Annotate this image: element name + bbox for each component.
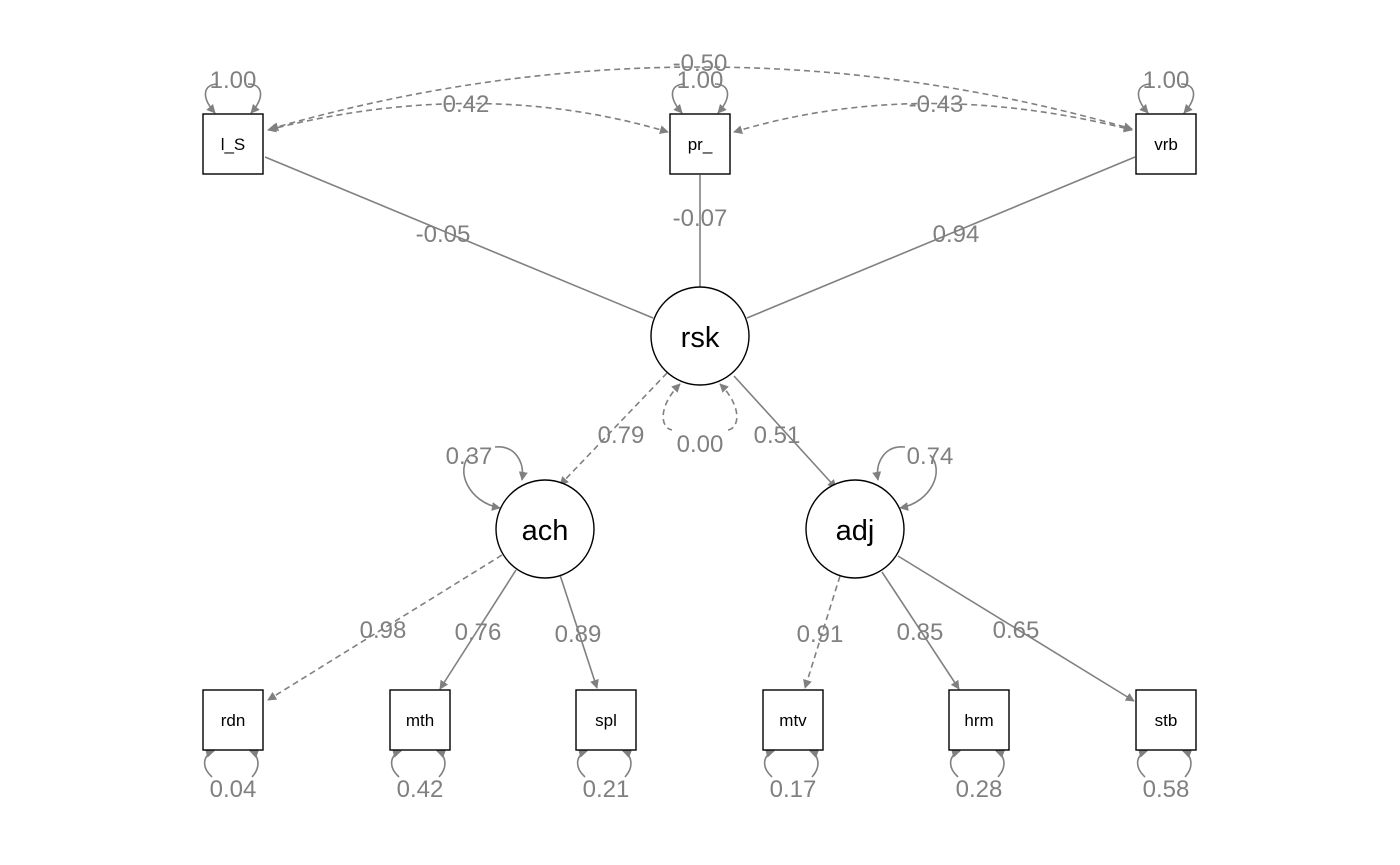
label-variance-pr: 1.00 [677,67,724,94]
node-label-stb: stb [1155,711,1178,730]
label-variance-ach: 0.37 [446,443,493,470]
label-path-adj-hrm: 0.85 [897,619,944,646]
variance-loop-rdn-left [203,749,215,778]
covariance-pr-vrb [733,102,1133,134]
variance-loop-rsk-right [719,383,738,431]
variance-loop-adj-lower [899,454,937,511]
variance-loop-stb-right [1182,749,1193,778]
label-variance-l-s: 1.00 [210,67,257,94]
node-label-mth: mth [406,711,434,730]
label-covariance-pr-vrb: -0.43 [909,91,964,118]
label-variance-hrm: 0.28 [956,776,1003,803]
node-rsk[interactable]: rsk [650,286,750,386]
covariance-ls-vrb [269,66,1133,132]
node-hrm[interactable]: hrm [948,689,1010,751]
variance-loop-vrb-left [1137,83,1152,114]
node-mth[interactable]: mth [389,689,451,751]
label-path-adj-mtv: 0.91 [797,621,844,648]
path-ls-to-rsk [264,156,654,319]
variance-loop-mtv-right [809,749,820,778]
node-label-rdn: rdn [221,711,246,730]
label-path-vrb-rsk: 0.94 [933,221,980,248]
label-path-ls-rsk: -0.05 [416,221,471,248]
node-pr[interactable]: pr_ [669,113,731,175]
variance-loop-rsk-left [662,383,681,431]
node-mtv[interactable]: mtv [762,689,824,751]
path-ach-to-spl [559,574,599,689]
node-label-rsk: rsk [681,322,720,354]
node-label-hrm: hrm [964,711,993,730]
node-label-spl: spl [595,711,617,730]
label-path-ach-spl: 0.89 [555,621,602,648]
node-label-ach: ach [522,515,569,547]
node-label-vrb: vrb [1154,135,1178,154]
path-rsk-to-adj [733,375,837,489]
label-covariance-ls-vrb: -0.50 [673,50,728,77]
path-ach-to-rdn [267,554,503,701]
variance-loop-hrm-right [995,749,1006,778]
node-ach[interactable]: ach [495,479,595,579]
label-path-rsk-adj: 0.51 [754,422,801,449]
label-variance-spl: 0.21 [583,776,630,803]
path-rsk-to-ach [559,372,668,486]
variance-loop-spl-left [576,749,588,778]
label-variance-rsk: 0.00 [677,431,724,458]
path-adj-to-hrm [881,571,960,690]
variance-loop-spl-right [622,749,633,778]
node-adj[interactable]: adj [805,479,905,579]
variance-loop-hrm-left [949,749,961,778]
label-path-rsk-ach: 0.79 [598,422,645,449]
covariance-ls-pr [267,102,669,135]
label-variance-adj: 0.74 [907,443,954,470]
variance-loop-mth-right [436,749,447,778]
label-variance-mtv: 0.17 [770,776,817,803]
node-label-mtv: mtv [779,711,807,730]
label-variance-mth: 0.42 [397,776,444,803]
node-label-pr: pr_ [688,135,713,154]
node-stb[interactable]: stb [1135,689,1197,751]
label-path-pr-rsk: -0.07 [673,205,728,232]
label-variance-stb: 0.58 [1143,776,1190,803]
variance-loop-ach-upper [494,446,528,481]
node-l-s[interactable]: l_S [202,113,264,175]
node-rdn[interactable]: rdn [202,689,264,751]
label-path-ach-rdn: 0.98 [360,617,407,644]
variance-loop-mtv-left [763,749,775,778]
variance-loop-pr-left [671,83,686,114]
variance-loop-rdn-right [249,749,260,778]
variance-loop-stb-left [1136,749,1148,778]
variance-loop-ls-right [247,83,262,114]
label-covariance-ls-pr: 0.42 [443,91,490,118]
label-variance-rdn: 0.04 [210,776,257,803]
variance-loop-mth-left [390,749,402,778]
label-path-adj-stb: 0.65 [993,617,1040,644]
variance-loop-ls-left [204,83,219,114]
label-variance-vrb: 1.00 [1143,67,1190,94]
label-path-ach-mth: 0.76 [455,619,502,646]
path-ach-to-mth [439,569,517,690]
node-vrb[interactable]: vrb [1135,113,1197,175]
variance-loop-pr-right [714,83,729,114]
path-vrb-to-rsk [746,156,1136,319]
node-label-l-s: l_S [221,135,246,154]
variance-loop-adj-upper [872,446,906,481]
path-adj-to-stb [897,555,1135,702]
variance-loop-ach-lower [463,454,501,511]
node-spl[interactable]: spl [575,689,637,751]
variance-loop-vrb-right [1180,83,1195,114]
node-label-adj: adj [836,515,875,547]
